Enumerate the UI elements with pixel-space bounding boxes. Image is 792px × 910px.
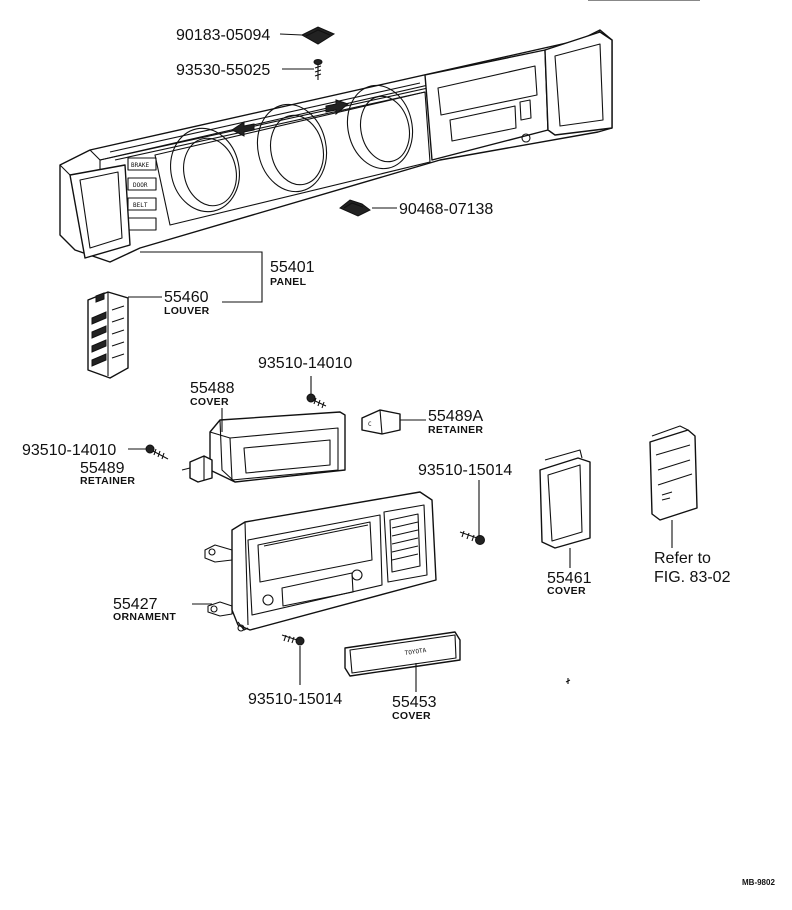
part-number-cover-61: 55461	[547, 570, 592, 587]
screw-part	[313, 59, 323, 80]
retainer-55489-part	[189, 455, 213, 483]
reference-line-2: FIG. 83-02	[654, 569, 731, 586]
cover-55488-part	[209, 411, 346, 483]
part-number-screw-cover: 93510-14010	[258, 355, 352, 372]
part-number-louver: 55460	[164, 289, 209, 306]
ornament-part	[204, 491, 437, 632]
part-number-clip-mid: 90468-07138	[399, 201, 493, 218]
screw-left-part	[145, 444, 169, 460]
part-name-louver: LOUVER	[164, 305, 210, 317]
lamp-label-brake: BRAKE	[131, 162, 149, 169]
part-number-screw-left: 93510-14010	[22, 442, 116, 459]
part-name-retainer-89: RETAINER	[80, 475, 135, 487]
svg-text:C: C	[368, 421, 372, 428]
label-plate-part	[649, 425, 698, 521]
louver-part	[87, 291, 129, 379]
part-number-retainer-89a: 55489A	[428, 408, 483, 425]
leader-lines	[128, 33, 673, 692]
screw-right-part	[459, 530, 485, 545]
part-number-cover-53: 55453	[392, 694, 437, 711]
part-number-screw-top: 93530-55025	[176, 62, 270, 79]
drawing-code: MB-9802	[742, 878, 775, 887]
clip-part	[300, 26, 336, 45]
cover-55461-part	[539, 449, 591, 549]
instrument-panel: BRAKE DOOR BELT	[59, 0, 700, 263]
clip-part-mid	[339, 199, 371, 217]
part-number-panel: 55401	[270, 259, 315, 276]
part-name-cover-61: COVER	[547, 585, 586, 597]
screw-cover-part	[306, 393, 327, 409]
callout-labels: 90183-05094 93530-55025 90468-07138 5540…	[22, 27, 775, 887]
part-number-ornament: 55427	[113, 596, 158, 613]
lamp-label-door: DOOR	[133, 182, 148, 189]
retainer-55489a-part: C	[361, 409, 401, 435]
cover-brand-text: TOYOTA	[404, 647, 427, 657]
part-name-cover-88: COVER	[190, 396, 229, 408]
part-name-ornament: ORNAMENT	[113, 611, 176, 623]
part-number-screw-right: 93510-15014	[418, 462, 512, 479]
part-name-panel: PANEL	[270, 276, 307, 288]
part-number-retainer-89: 55489	[80, 460, 125, 477]
lamp-label-belt: BELT	[133, 202, 148, 209]
part-number-screw-bottom: 93510-15014	[248, 691, 342, 708]
cover-55453-part: TOYOTA	[344, 631, 461, 677]
part-name-cover-53: COVER	[392, 710, 431, 722]
part-number-cover-88: 55488	[190, 380, 235, 397]
part-name-retainer-89a: RETAINER	[428, 424, 483, 436]
part-number-clip-top: 90183-05094	[176, 27, 270, 44]
screw-bottom-part	[281, 634, 305, 646]
reference-line-1: Refer to	[654, 550, 711, 567]
